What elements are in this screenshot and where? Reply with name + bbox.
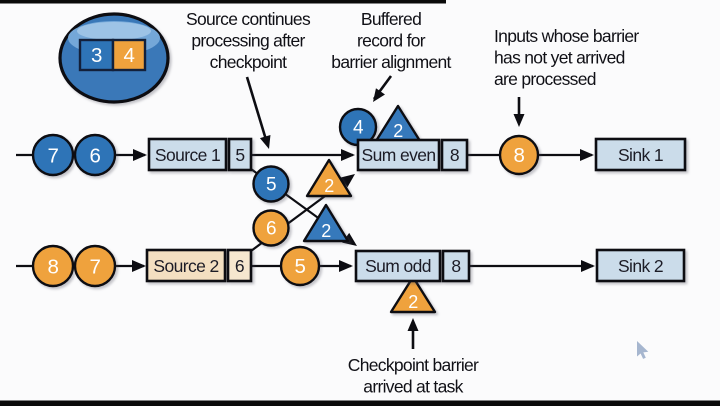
stored-record-blue-value: 3 — [91, 44, 102, 67]
annotation-checkpoint-arrived: Checkpoint barrier arrived at task — [348, 318, 480, 397]
annotation-line: has not yet arrived — [494, 48, 625, 68]
flow-arrowhead — [132, 260, 146, 272]
record-value: 5 — [266, 175, 276, 196]
record-circle-output — [498, 134, 540, 176]
sum-even-box — [356, 138, 441, 172]
source2-slot — [226, 248, 253, 283]
source2-box — [145, 248, 227, 283]
record-circle-stream2-a — [31, 244, 75, 288]
annotation-arrowhead — [407, 318, 419, 331]
annotation-line: Inputs whose barrier — [494, 26, 639, 46]
flow-arrowhead — [340, 174, 355, 188]
sink2-label: Sink 2 — [618, 256, 663, 276]
mouse-cursor-icon — [637, 341, 649, 359]
annotation-buffered-record: Buffered record for barrier alignment — [331, 9, 452, 102]
flow-arrowhead — [341, 149, 355, 161]
flow-arrowhead — [339, 260, 353, 272]
stored-record-orange — [111, 38, 147, 72]
annotation-line: Source continues — [186, 9, 311, 29]
record-value: 4 — [353, 118, 364, 139]
stored-record-blue — [78, 38, 115, 72]
barrier-value: 2 — [324, 176, 334, 196]
records-and-barriers: 7 6 8 7 5 6 5 2 2 4 2 2 8 — [31, 104, 540, 314]
record-circle-s1-inflight — [252, 165, 290, 203]
barrier-triangle-diag-blue — [302, 203, 350, 243]
record-value: 8 — [48, 256, 59, 279]
flow-arrowhead — [581, 260, 595, 272]
barrier-triangle-below-sum-odd — [389, 275, 437, 314]
flow-arrowhead — [133, 149, 147, 161]
source2-label: Source 2 — [153, 256, 218, 276]
barrier-value: 2 — [393, 121, 403, 141]
sum-even-slot-value: 8 — [450, 145, 459, 165]
record-value: 5 — [295, 255, 306, 278]
record-value: 6 — [90, 145, 101, 168]
flow-arrowhead — [580, 149, 594, 161]
barrier-triangle-diag-orange — [305, 158, 353, 198]
source1-slot-value: 5 — [235, 145, 244, 165]
annotation-line: arrived at task — [363, 377, 463, 397]
cylinder-gloss — [77, 22, 151, 40]
record-circle-stream2-b — [73, 244, 117, 288]
sum-odd-slot — [441, 249, 471, 283]
task-boxes: Source 1 5 Source 2 6 Sum even 8 Sum odd… — [145, 137, 687, 283]
annotation-arrowhead — [373, 88, 385, 102]
annotation-line: Buffered — [361, 9, 421, 29]
annotation-arrowhead — [513, 114, 525, 127]
record-value: 6 — [266, 219, 276, 240]
annotation-line: checkpoint — [210, 52, 288, 72]
top-letterbox-bar — [0, 0, 446, 4]
annotation-line: record for — [357, 31, 426, 51]
record-value: 7 — [90, 256, 101, 279]
annotation-source-continues: Source continues processing after checkp… — [186, 9, 312, 149]
record-circle-stream1-a — [31, 133, 75, 177]
sum-odd-label: Sum odd — [365, 256, 431, 276]
annotation-arrow-line — [245, 76, 269, 144]
state-store-cylinder: 3 4 — [58, 12, 170, 104]
source1-label: Source 1 — [155, 145, 220, 165]
annotation-inputs-processed: Inputs whose barrier has not yet arrived… — [494, 26, 640, 127]
annotation-line: are processed — [494, 69, 596, 89]
sum-odd-slot-value: 8 — [451, 256, 460, 276]
bottom-letterbox-bar — [0, 400, 720, 406]
record-circle-stream1-b — [73, 133, 117, 177]
source1-slot — [227, 137, 253, 172]
annotation-arrowhead — [259, 134, 271, 149]
record-circle-s2-inflight — [252, 209, 290, 247]
sum-even-label: Sum even — [362, 145, 436, 165]
sink1-box — [594, 137, 687, 172]
source1-box — [147, 137, 228, 172]
sink2-box — [595, 248, 686, 283]
annotation-line: processing after — [191, 31, 305, 51]
sum-odd-box — [354, 249, 442, 283]
annotation-line: barrier alignment — [331, 52, 451, 72]
annotation-line: Checkpoint barrier — [348, 355, 479, 375]
record-value: 7 — [48, 145, 59, 168]
flow-arrowhead — [342, 232, 357, 246]
stored-record-orange-value: 4 — [124, 44, 135, 67]
sum-even-slot — [440, 138, 469, 172]
sink1-label: Sink 1 — [618, 145, 663, 165]
source2-slot-value: 6 — [235, 256, 244, 276]
barrier-value: 2 — [408, 292, 418, 312]
barrier-value: 2 — [321, 221, 331, 241]
record-value: 8 — [514, 144, 525, 167]
record-circle-s2-row — [279, 245, 321, 287]
